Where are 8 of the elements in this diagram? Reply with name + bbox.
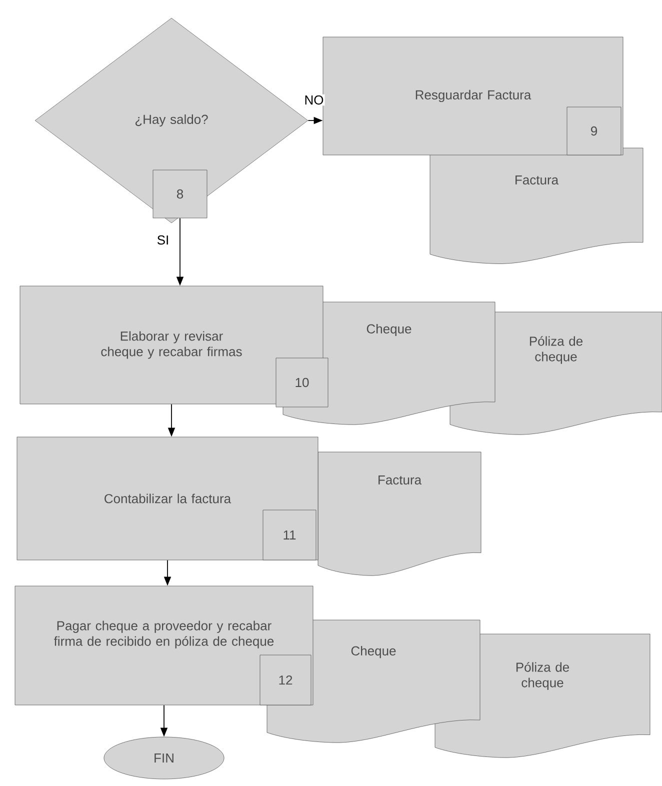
edge-label: NO bbox=[303, 94, 325, 106]
step-number-box: 9 bbox=[566, 106, 622, 156]
step-number-box: 12 bbox=[260, 654, 312, 706]
step-number-box: 11 bbox=[262, 510, 316, 560]
step-number-box: 10 bbox=[276, 358, 328, 408]
edge-label: SI bbox=[156, 234, 170, 246]
node-label: Póliza de cheque bbox=[530, 336, 583, 364]
step-number-box: 8 bbox=[152, 170, 208, 218]
